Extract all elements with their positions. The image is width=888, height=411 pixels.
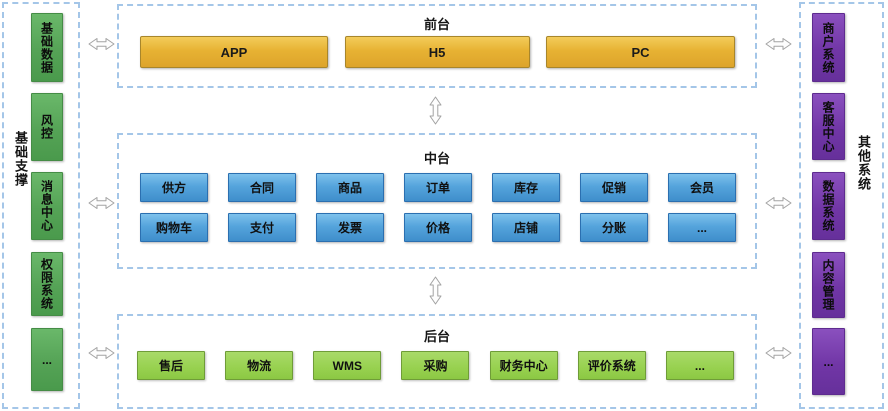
- other-system-item-label: 商户系统: [821, 21, 835, 74]
- support-panel-label: 基础支撑: [13, 131, 28, 187]
- support-item: 基础数据: [31, 13, 63, 82]
- middle-stage-title: 中台: [423, 151, 450, 166]
- other-system-item-more: ...: [812, 328, 845, 395]
- front-stage-title: 前台: [423, 17, 450, 32]
- back-item-more: ...: [665, 351, 734, 380]
- middle-item: 供方: [140, 173, 208, 202]
- other-system-item-label: 内容管理: [821, 259, 835, 311]
- middle-item: 库存: [492, 173, 560, 202]
- ellipsis-label: ...: [823, 354, 834, 369]
- double-arrow-horizontal-icon: [765, 38, 792, 50]
- back-stage-panel: 后台 售后 物流 WMS 采购 财务中心 评价系统 ...: [117, 314, 757, 409]
- middle-item: 价格: [404, 213, 472, 242]
- middle-item: 购物车: [140, 213, 208, 242]
- middle-stage-row-2: 购物车 支付 发票 价格 店铺 分账 ...: [140, 213, 736, 242]
- other-systems-panel: 其他系统 商户系统 客服中心 数据系统 内容管理 ...: [799, 2, 884, 409]
- other-systems-label: 其他系统: [856, 135, 871, 191]
- back-item: WMS: [313, 351, 382, 380]
- support-panel: 基础支撑 基础数据 风控 消息中心 权限系统 ...: [2, 2, 80, 409]
- middle-item: 店铺: [492, 213, 560, 242]
- other-system-item: 内容管理: [812, 252, 845, 318]
- middle-item: 会员: [668, 173, 736, 202]
- other-system-item: 数据系统: [812, 172, 845, 240]
- support-item-label: 基础数据: [39, 21, 54, 74]
- double-arrow-horizontal-icon: [88, 347, 115, 359]
- double-arrow-horizontal-icon: [88, 197, 115, 209]
- support-item: 风控: [31, 93, 63, 161]
- support-item: 权限系统: [31, 252, 63, 316]
- back-stage-title: 后台: [423, 329, 450, 344]
- middle-item: 商品: [316, 173, 384, 202]
- front-item: H5: [344, 36, 530, 68]
- support-item-label: 风控: [39, 114, 54, 140]
- back-item: 物流: [225, 351, 294, 380]
- middle-item: 促销: [580, 173, 648, 202]
- other-system-item-label: 数据系统: [821, 180, 835, 232]
- back-item: 财务中心: [489, 351, 558, 380]
- middle-item: 订单: [404, 173, 472, 202]
- double-arrow-horizontal-icon: [765, 347, 792, 359]
- middle-item: 发票: [316, 213, 384, 242]
- middle-stage-panel: 中台 供方 合同 商品 订单 库存 促销 会员 购物车 支付 发票 价格 店铺 …: [117, 133, 757, 269]
- middle-item: 分账: [580, 213, 648, 242]
- back-item: 采购: [401, 351, 470, 380]
- double-arrow-vertical-icon: [429, 96, 442, 125]
- back-item: 售后: [137, 351, 205, 380]
- other-system-item: 商户系统: [812, 13, 845, 82]
- front-stage-panel: 前台 APP H5 PC: [117, 4, 757, 88]
- support-item-more: ...: [31, 328, 63, 391]
- other-system-item-label: 客服中心: [821, 100, 835, 153]
- middle-item-more: ...: [668, 213, 736, 242]
- back-item: 评价系统: [577, 351, 646, 380]
- support-item-label: 权限系统: [39, 258, 54, 310]
- front-stage-row: APP H5 PC: [140, 36, 735, 68]
- middle-stage-row-1: 供方 合同 商品 订单 库存 促销 会员: [140, 173, 736, 202]
- support-item: 消息中心: [31, 172, 63, 240]
- support-item-label: 消息中心: [39, 180, 54, 232]
- middle-item: 支付: [228, 213, 296, 242]
- middle-item: 合同: [228, 173, 296, 202]
- ellipsis-label: ...: [41, 352, 52, 367]
- double-arrow-vertical-icon: [429, 276, 442, 305]
- front-item: APP: [140, 36, 328, 68]
- front-item: PC: [546, 36, 735, 68]
- back-stage-row: 售后 物流 WMS 采购 财务中心 评价系统 ...: [137, 351, 734, 380]
- double-arrow-horizontal-icon: [765, 197, 792, 209]
- double-arrow-horizontal-icon: [88, 38, 115, 50]
- other-system-item: 客服中心: [812, 93, 845, 160]
